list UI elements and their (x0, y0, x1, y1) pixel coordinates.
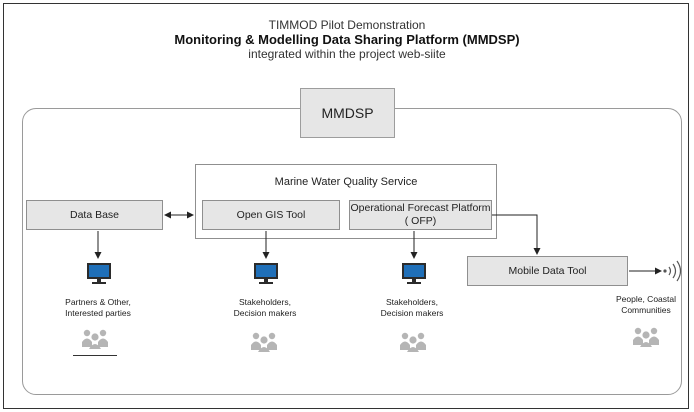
audience-partners-line-2: Interested parties (65, 308, 131, 319)
open-gis-tool-label: Open GIS Tool (236, 208, 306, 221)
people-group-icon (633, 327, 659, 347)
audience-stakeholders-ofp-line-2: Decision makers (380, 308, 444, 319)
audience-stakeholders-gis-line-1: Stakeholders, (239, 297, 291, 307)
audience-people-line-2: Communities (621, 305, 671, 316)
marine-water-quality-service-label: Marine Water Quality Service (274, 176, 418, 188)
mmdsp-box: MMDSP (300, 88, 395, 138)
signal-waves-icon (663, 260, 682, 282)
ofp-to-mobile-arrow (492, 214, 541, 255)
audience-stakeholders-ofp-line-1: Stakeholders, (386, 297, 438, 307)
diagram-frame (3, 3, 689, 409)
people-group-icon (251, 332, 277, 352)
audience-partners-line-1: Partners & Other, (65, 297, 131, 307)
audience-stakeholders-gis-line-2: Decision makers (233, 308, 297, 319)
computer-icon (254, 263, 278, 284)
open-gis-tool-box: Open GIS Tool (202, 200, 340, 230)
people-group-icon (82, 329, 108, 349)
audience-stakeholders-gis-caption: Stakeholders, Decision makers (210, 297, 320, 320)
audience-stakeholders-ofp-caption: Stakeholders, Decision makers (357, 297, 467, 320)
ofp-label-line-2: ( OFP) (404, 215, 437, 227)
mobile-data-tool-label: Mobile Data Tool (508, 264, 587, 277)
header-line-3: integrated within the project web-siite (248, 47, 446, 61)
audience-people-caption: People, Coastal Communities (612, 294, 680, 317)
header-line-1: TIMMOD Pilot Demonstration (268, 18, 426, 32)
database-box: Data Base (26, 200, 163, 230)
ofp-box: Operational Forecast Platform ( OFP) (349, 200, 492, 230)
audience-partners-caption: Partners & Other, Interested parties (44, 297, 152, 320)
computer-icon (87, 263, 111, 284)
database-label: Data Base (69, 208, 120, 221)
caption-underline (73, 355, 117, 356)
ofp-label-line-1: Operational Forecast Platform (350, 202, 491, 215)
mobile-data-tool-box: Mobile Data Tool (467, 256, 628, 286)
header-line-2: Monitoring & Modelling Data Sharing Plat… (174, 32, 520, 47)
people-group-icon (400, 332, 426, 352)
computer-icon (402, 263, 426, 284)
audience-people-line-1: People, Coastal (615, 294, 676, 304)
